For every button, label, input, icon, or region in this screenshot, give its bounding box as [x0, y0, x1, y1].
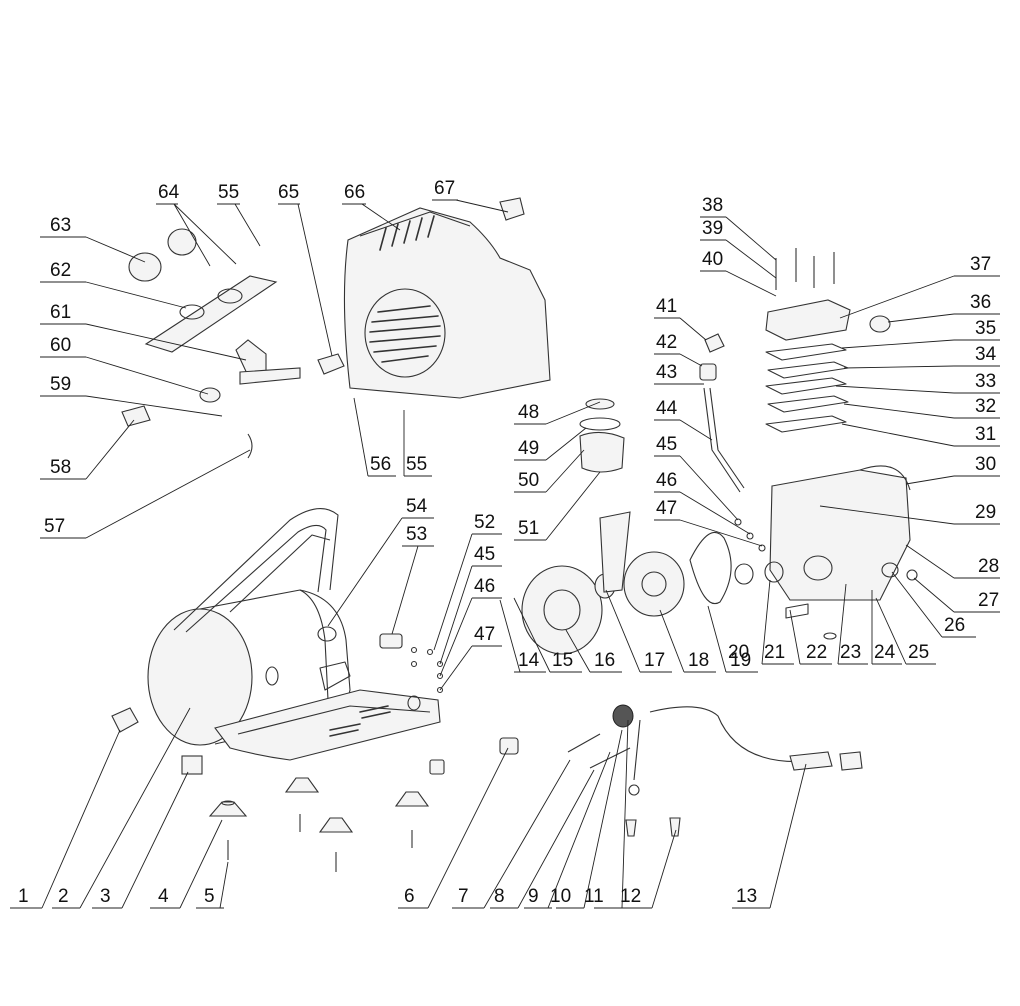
label-16: 16	[594, 650, 615, 671]
label-41: 41	[656, 296, 677, 317]
label-4: 4	[158, 886, 169, 907]
label-33: 33	[975, 371, 996, 392]
label-57: 57	[44, 516, 65, 537]
label-29: 29	[975, 502, 996, 523]
label-20: 20	[728, 642, 749, 663]
label-66: 66	[344, 182, 365, 203]
label-6: 6	[404, 886, 415, 907]
fan-belt-drive	[521, 511, 784, 655]
label-47-right: 47	[656, 498, 677, 519]
label-50: 50	[518, 470, 539, 491]
label-19: 19	[730, 650, 751, 671]
label-21: 21	[764, 642, 785, 663]
label-35: 35	[975, 318, 996, 339]
label-46-left: 46	[474, 576, 495, 597]
gauge-assembly	[121, 228, 345, 459]
label-55-mid: 55	[406, 454, 427, 475]
tank-fittings	[111, 633, 519, 775]
label-15: 15	[552, 650, 573, 671]
label-24: 24	[874, 642, 896, 663]
label-32: 32	[975, 396, 996, 417]
label-51: 51	[518, 518, 539, 539]
leader-lines	[10, 199, 1000, 909]
label-43: 43	[656, 362, 677, 383]
label-49: 49	[518, 438, 539, 459]
part-number-labels: 63 62 61 60 59 58 57 64 55 65 66 67 38 3…	[18, 178, 999, 907]
label-9: 9	[528, 886, 539, 907]
label-54: 54	[406, 496, 428, 517]
label-10: 10	[550, 886, 571, 907]
label-53: 53	[406, 524, 427, 545]
label-26: 26	[944, 615, 965, 636]
motor-shroud	[343, 207, 551, 399]
label-22: 22	[806, 642, 827, 663]
label-8: 8	[494, 886, 505, 907]
label-40: 40	[702, 249, 723, 270]
label-58: 58	[50, 457, 71, 478]
label-18: 18	[688, 650, 709, 671]
label-11: 11	[584, 886, 604, 907]
label-55-top: 55	[218, 182, 239, 203]
label-36: 36	[970, 292, 991, 313]
label-34: 34	[975, 344, 997, 365]
label-44: 44	[656, 398, 678, 419]
label-62: 62	[50, 260, 71, 281]
label-64: 64	[158, 182, 180, 203]
label-1: 1	[18, 886, 29, 907]
label-65: 65	[278, 182, 299, 203]
label-45-left: 45	[474, 544, 495, 565]
shroud-latch	[499, 197, 525, 221]
label-67: 67	[434, 178, 455, 199]
label-3: 3	[100, 886, 111, 907]
label-42: 42	[656, 332, 677, 353]
label-61: 61	[50, 302, 71, 323]
label-45-right: 45	[656, 434, 677, 455]
label-52: 52	[474, 512, 495, 533]
intake-parts	[579, 333, 766, 552]
air-tank	[147, 589, 351, 746]
tank-handle	[173, 508, 339, 633]
label-17: 17	[644, 650, 665, 671]
rubber-feet	[208, 777, 430, 872]
label-31: 31	[975, 424, 996, 445]
label-46-right: 46	[656, 470, 677, 491]
power-cord	[567, 704, 863, 837]
base-plate	[214, 689, 441, 761]
label-60: 60	[50, 335, 71, 356]
label-48: 48	[518, 402, 539, 423]
label-27: 27	[978, 590, 999, 611]
crankcase	[769, 465, 918, 640]
label-59: 59	[50, 374, 71, 395]
label-12: 12	[620, 886, 641, 907]
label-63: 63	[50, 215, 71, 236]
label-7: 7	[458, 886, 469, 907]
label-25: 25	[908, 642, 929, 663]
label-2: 2	[58, 886, 69, 907]
label-30: 30	[975, 454, 996, 475]
label-23: 23	[840, 642, 861, 663]
label-13: 13	[736, 886, 757, 907]
label-47-left: 47	[474, 624, 495, 645]
label-14: 14	[518, 650, 540, 671]
label-28: 28	[978, 556, 999, 577]
label-39: 39	[702, 218, 723, 239]
label-38: 38	[702, 195, 723, 216]
label-56: 56	[370, 454, 391, 475]
label-5: 5	[204, 886, 215, 907]
label-37: 37	[970, 254, 991, 275]
cylinder-head-stack	[765, 248, 891, 433]
